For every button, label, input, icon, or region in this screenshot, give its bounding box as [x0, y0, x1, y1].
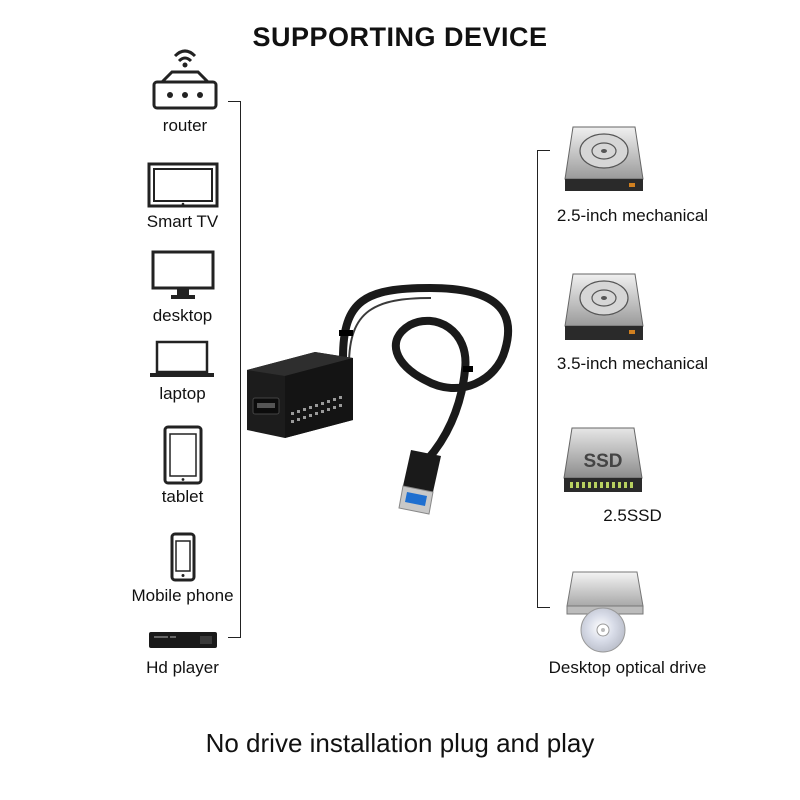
device-hd-player: Hd player: [130, 628, 235, 688]
tv-icon: [147, 162, 219, 208]
device-tablet: tablet: [135, 425, 230, 510]
device-label: Desktop optical drive: [548, 658, 707, 677]
usb-plug: [398, 450, 441, 515]
hard-drive-icon: [564, 126, 644, 191]
device-label: 3.5-inch mechanical: [556, 354, 709, 373]
adapter-body: [247, 352, 353, 438]
device-optical-drive: Desktop optical drive: [525, 568, 730, 688]
device-label: desktop: [152, 306, 213, 325]
device-label: laptop: [159, 384, 206, 403]
device-smart-tv: Smart TV: [130, 160, 235, 240]
page-title: SUPPORTING DEVICE: [252, 22, 548, 52]
phone-icon: [170, 532, 196, 582]
device-label: Hd player: [146, 658, 219, 677]
device-router: router: [140, 42, 230, 142]
tablet-icon: [163, 425, 203, 485]
hd-player-icon: [149, 632, 217, 648]
ssd-badge-text: SSD: [583, 451, 622, 472]
usb-adapter-cable-image: [247, 283, 513, 515]
left-bracket: [228, 101, 241, 638]
device-3-5-inch-hdd: 3.5-inch mechanical: [535, 268, 730, 378]
laptop-icon: [150, 340, 214, 377]
hard-drive-icon: [564, 273, 644, 340]
device-label: router: [162, 116, 208, 135]
device-laptop: laptop: [135, 338, 230, 408]
device-label: Mobile phone: [131, 586, 234, 605]
device-label: 2.5-inch mechanical: [556, 206, 709, 225]
router-icon: [152, 49, 218, 110]
device-label: tablet: [161, 487, 204, 506]
monitor-icon: [151, 250, 215, 299]
device-label: Smart TV: [146, 212, 219, 231]
optical-drive-icon: [566, 571, 644, 653]
device-label: 2.5SSD: [603, 506, 662, 525]
ssd-icon: SSD: [563, 427, 643, 492]
footer-tagline: No drive installation plug and play: [205, 728, 595, 758]
device-desktop: desktop: [135, 250, 230, 330]
device-mobile-phone: Mobile phone: [120, 530, 245, 610]
right-bracket: [537, 150, 550, 608]
device-2-5-inch-hdd: 2.5-inch mechanical: [535, 120, 730, 230]
device-2-5-ssd: SSD 2.5SSD: [535, 424, 730, 534]
